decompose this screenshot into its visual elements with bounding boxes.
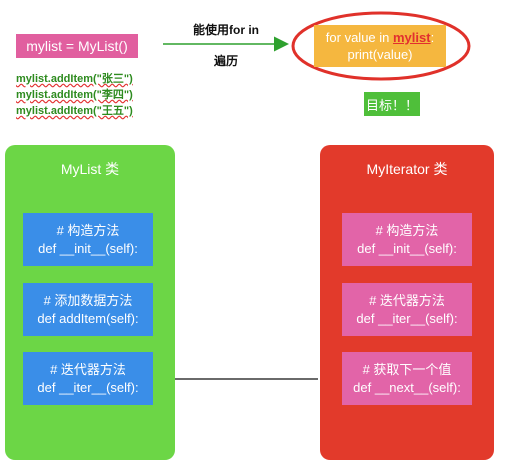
myiter-method-iter: # 迭代器方法 def __iter__(self): <box>342 283 472 336</box>
mylist-expression: mylist = MyList() <box>16 34 138 58</box>
arrow-label-bottom: 遍历 <box>213 54 238 68</box>
mylist-method-init: # 构造方法 def __init__(self): <box>23 213 153 266</box>
highlight-ellipse <box>291 11 471 81</box>
goal-badge: 目标！！ <box>364 92 420 116</box>
mylist-panel-title: MyList 类 <box>60 161 120 177</box>
add-item-line-3: mylist.addItem("王五") <box>16 105 133 117</box>
add-item-line-1: mylist.addItem("张三") <box>16 73 133 85</box>
for-loop-line-2: print(value) <box>347 47 413 62</box>
myiter-method-next: # 获取下一个值 def __next__(self): <box>342 352 472 405</box>
add-item-line-2: mylist.addItem("李四") <box>16 89 133 101</box>
mylist-method-additem: # 添加数据方法 def addItem(self): <box>23 283 153 336</box>
mylist-method-iter: # 迭代器方法 def __iter__(self): <box>23 352 153 405</box>
for-loop-code: for value in mylist: print(value) <box>314 25 446 67</box>
arrow-label-top: 能使用for in <box>193 23 259 37</box>
myiterator-panel-title: MyIterator 类 <box>366 161 448 177</box>
loop-keyword: mylist <box>393 30 431 45</box>
for-loop-line-1: for value in mylist: <box>325 30 435 45</box>
myiter-method-init: # 构造方法 def __init__(self): <box>342 213 472 266</box>
